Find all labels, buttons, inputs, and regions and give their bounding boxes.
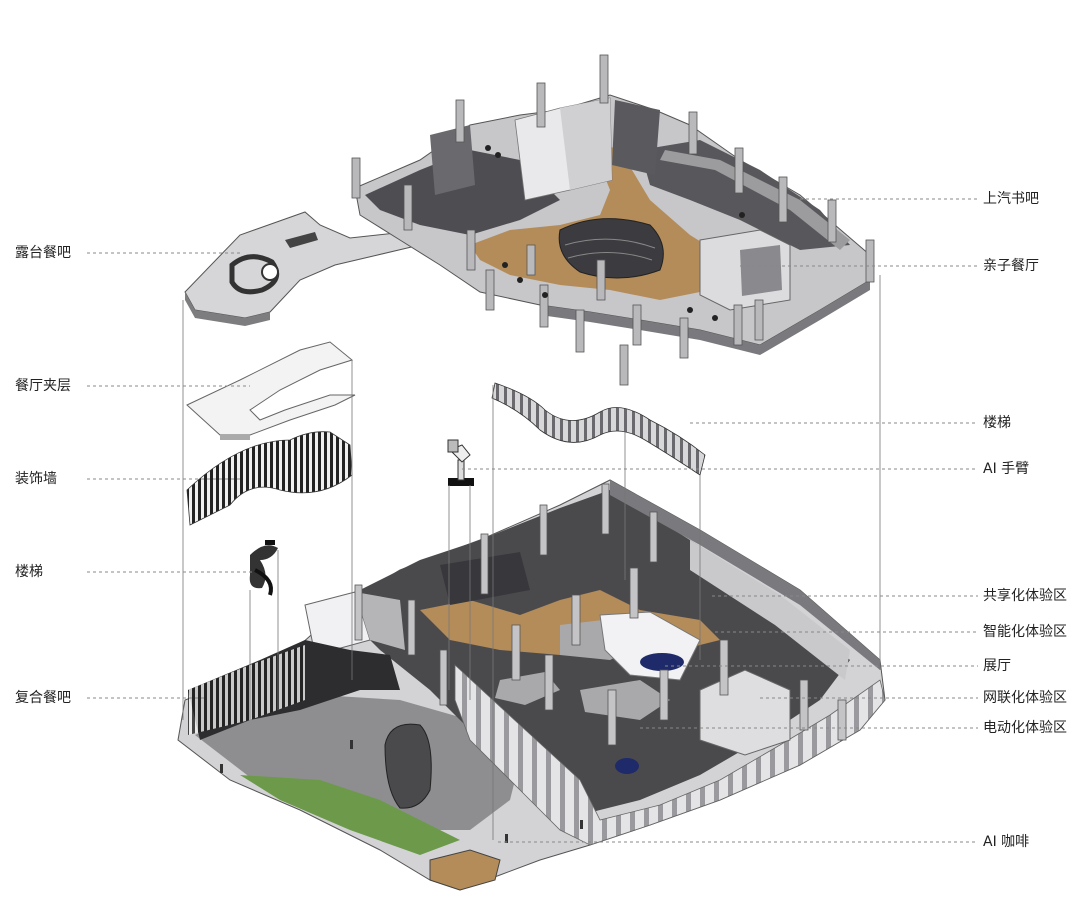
label-smart-experience-zone: 智能化体验区 xyxy=(983,624,1067,640)
decorative-wall xyxy=(186,431,353,526)
projection-lines xyxy=(182,275,881,840)
stair-ribbon xyxy=(491,382,706,476)
label-connected-experience-zone: 网联化体验区 xyxy=(983,690,1067,706)
leader-lines xyxy=(87,198,978,843)
label-ai-robot-arm: AI 手臂 xyxy=(983,461,1030,477)
label-ai-coffee: AI 咖啡 xyxy=(983,834,1030,850)
label-electric-experience-zone: 电动化体验区 xyxy=(983,720,1067,736)
label-family-restaurant: 亲子餐厅 xyxy=(983,258,1039,274)
label-staircase-right: 楼梯 xyxy=(983,415,1011,431)
exploded-pieces xyxy=(186,341,706,596)
label-restaurant-mezzanine: 餐厅夹层 xyxy=(15,378,71,394)
label-showroom: 展厅 xyxy=(983,658,1011,674)
upper-columns xyxy=(351,54,875,386)
small-stair xyxy=(249,540,278,596)
facade-fins xyxy=(454,664,886,846)
robot-arm xyxy=(447,439,474,486)
lower-columns xyxy=(354,483,847,746)
label-staircase-left: 楼梯 xyxy=(15,564,43,580)
label-saic-book-bar: 上汽书吧 xyxy=(983,191,1039,207)
mezzanine-slab xyxy=(186,341,356,436)
lower-floor xyxy=(177,479,886,891)
label-shared-experience-zone: 共享化体验区 xyxy=(983,588,1067,604)
label-compound-dining-bar: 复合餐吧 xyxy=(15,690,71,706)
label-terrace-dining-bar: 露台餐吧 xyxy=(15,245,71,261)
upper-floor xyxy=(184,54,875,386)
label-decorative-wall: 装饰墙 xyxy=(15,471,57,487)
